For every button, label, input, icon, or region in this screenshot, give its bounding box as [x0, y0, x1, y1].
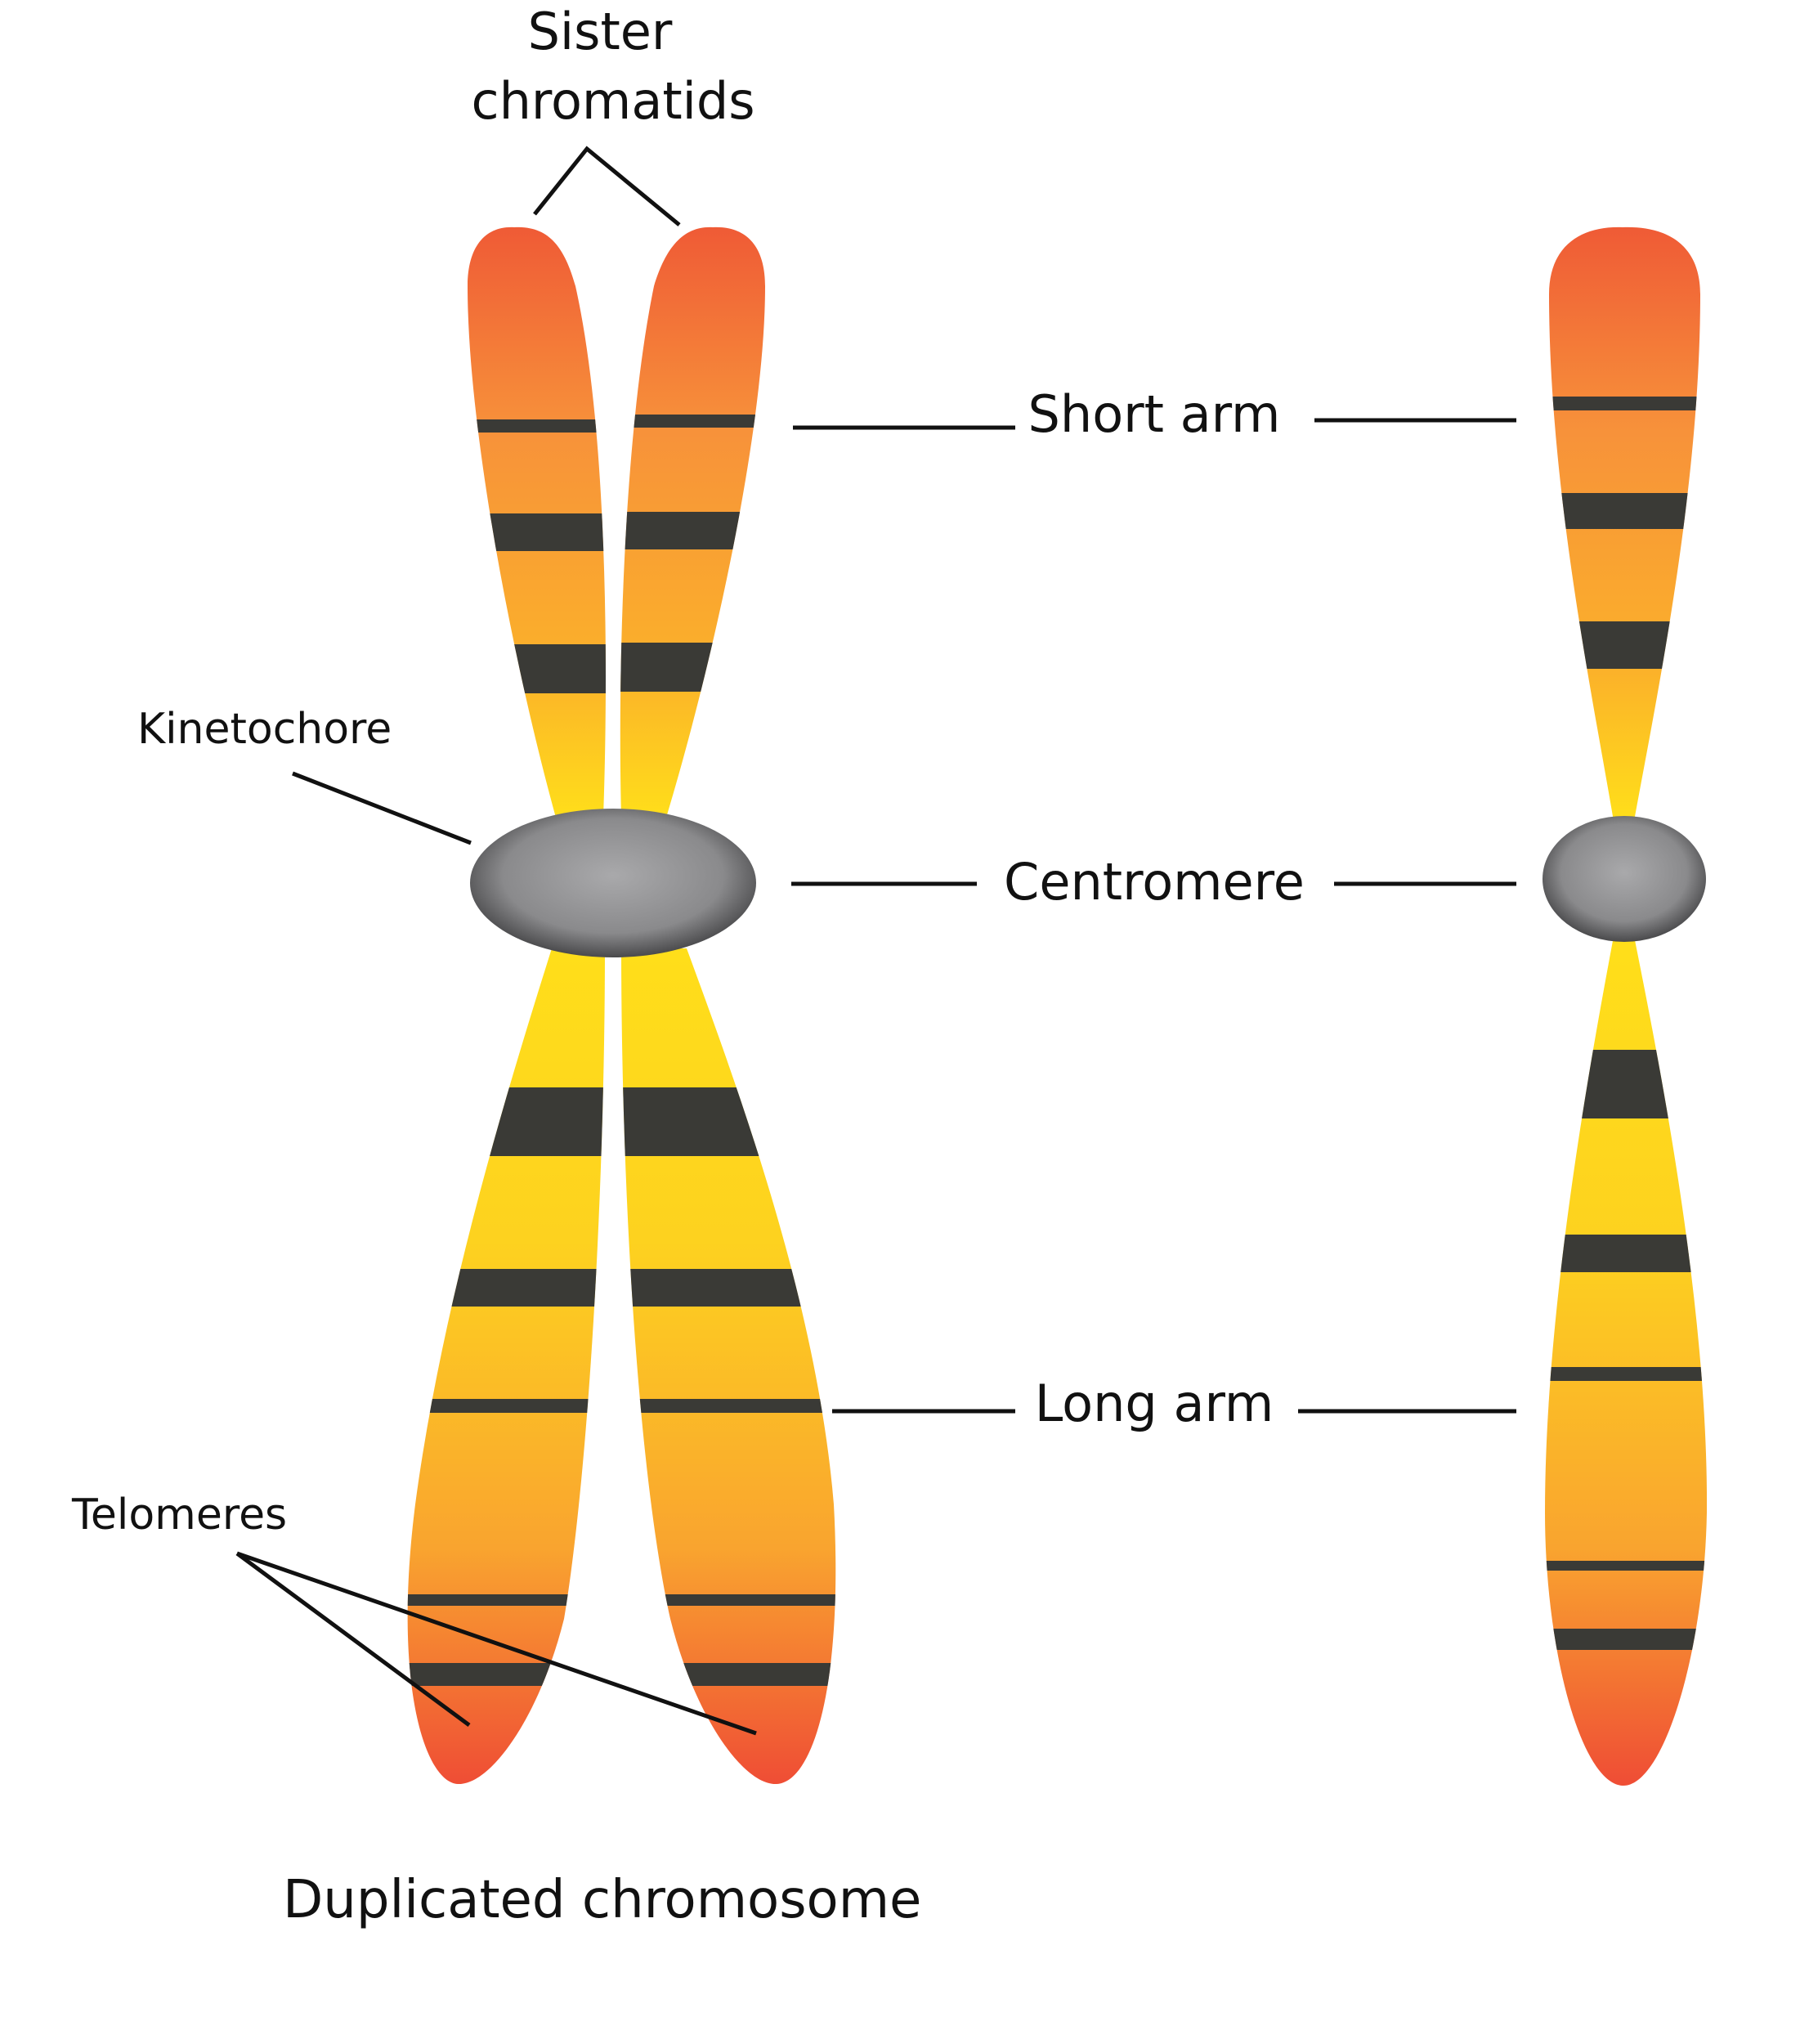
band	[407, 1594, 605, 1606]
chromatid-left-short-arm	[468, 226, 606, 818]
band	[621, 1269, 836, 1307]
sister-chromatids-label-line1: Sister	[528, 2, 673, 61]
duplicated-chromosome	[407, 226, 836, 1785]
chromatid-left-long-arm	[407, 948, 605, 1785]
band	[620, 415, 765, 428]
band	[621, 1594, 836, 1606]
leader-lines	[235, 146, 1516, 1736]
chromatid-right-short-arm	[620, 226, 765, 818]
band	[407, 1399, 605, 1413]
kinetochore-pointer	[292, 771, 472, 845]
band	[621, 1663, 836, 1686]
band	[621, 1087, 836, 1156]
band	[468, 513, 606, 551]
band	[620, 643, 765, 692]
kinetochore-label: Kinetochore	[137, 705, 392, 754]
band	[407, 1269, 605, 1307]
diagram-caption: Duplicated chromosome	[283, 1870, 921, 1930]
single-short-arm	[1549, 226, 1700, 826]
band	[621, 1399, 836, 1413]
short-arm-label: Short arm	[1028, 384, 1281, 444]
band	[620, 512, 765, 549]
band	[1549, 397, 1700, 410]
telomere-pointer-left	[235, 1551, 471, 1728]
band	[1545, 1629, 1708, 1650]
band	[1549, 493, 1700, 529]
centromere-duplicated	[470, 809, 756, 957]
band	[1545, 1050, 1708, 1118]
band	[407, 1087, 605, 1156]
sister-chromatids-pointer	[533, 146, 681, 226]
telomere-pointer-right	[236, 1551, 757, 1736]
single-long-arm	[1545, 932, 1708, 1786]
chromatid-right-long-arm	[621, 948, 836, 1785]
telomeres-label: Telomeres	[71, 1490, 287, 1540]
band	[1545, 1235, 1708, 1272]
band	[1549, 621, 1700, 669]
centromere-single	[1543, 816, 1706, 942]
sister-chromatids-label-line2: chromatids	[471, 71, 754, 131]
band	[468, 644, 606, 693]
long-arm-label: Long arm	[1035, 1374, 1274, 1433]
single-chromosome	[1543, 226, 1708, 1786]
band	[407, 1663, 605, 1686]
centromere-label: Centromere	[1004, 852, 1305, 912]
band	[1545, 1367, 1708, 1381]
band	[468, 419, 606, 433]
band	[1545, 1561, 1708, 1571]
